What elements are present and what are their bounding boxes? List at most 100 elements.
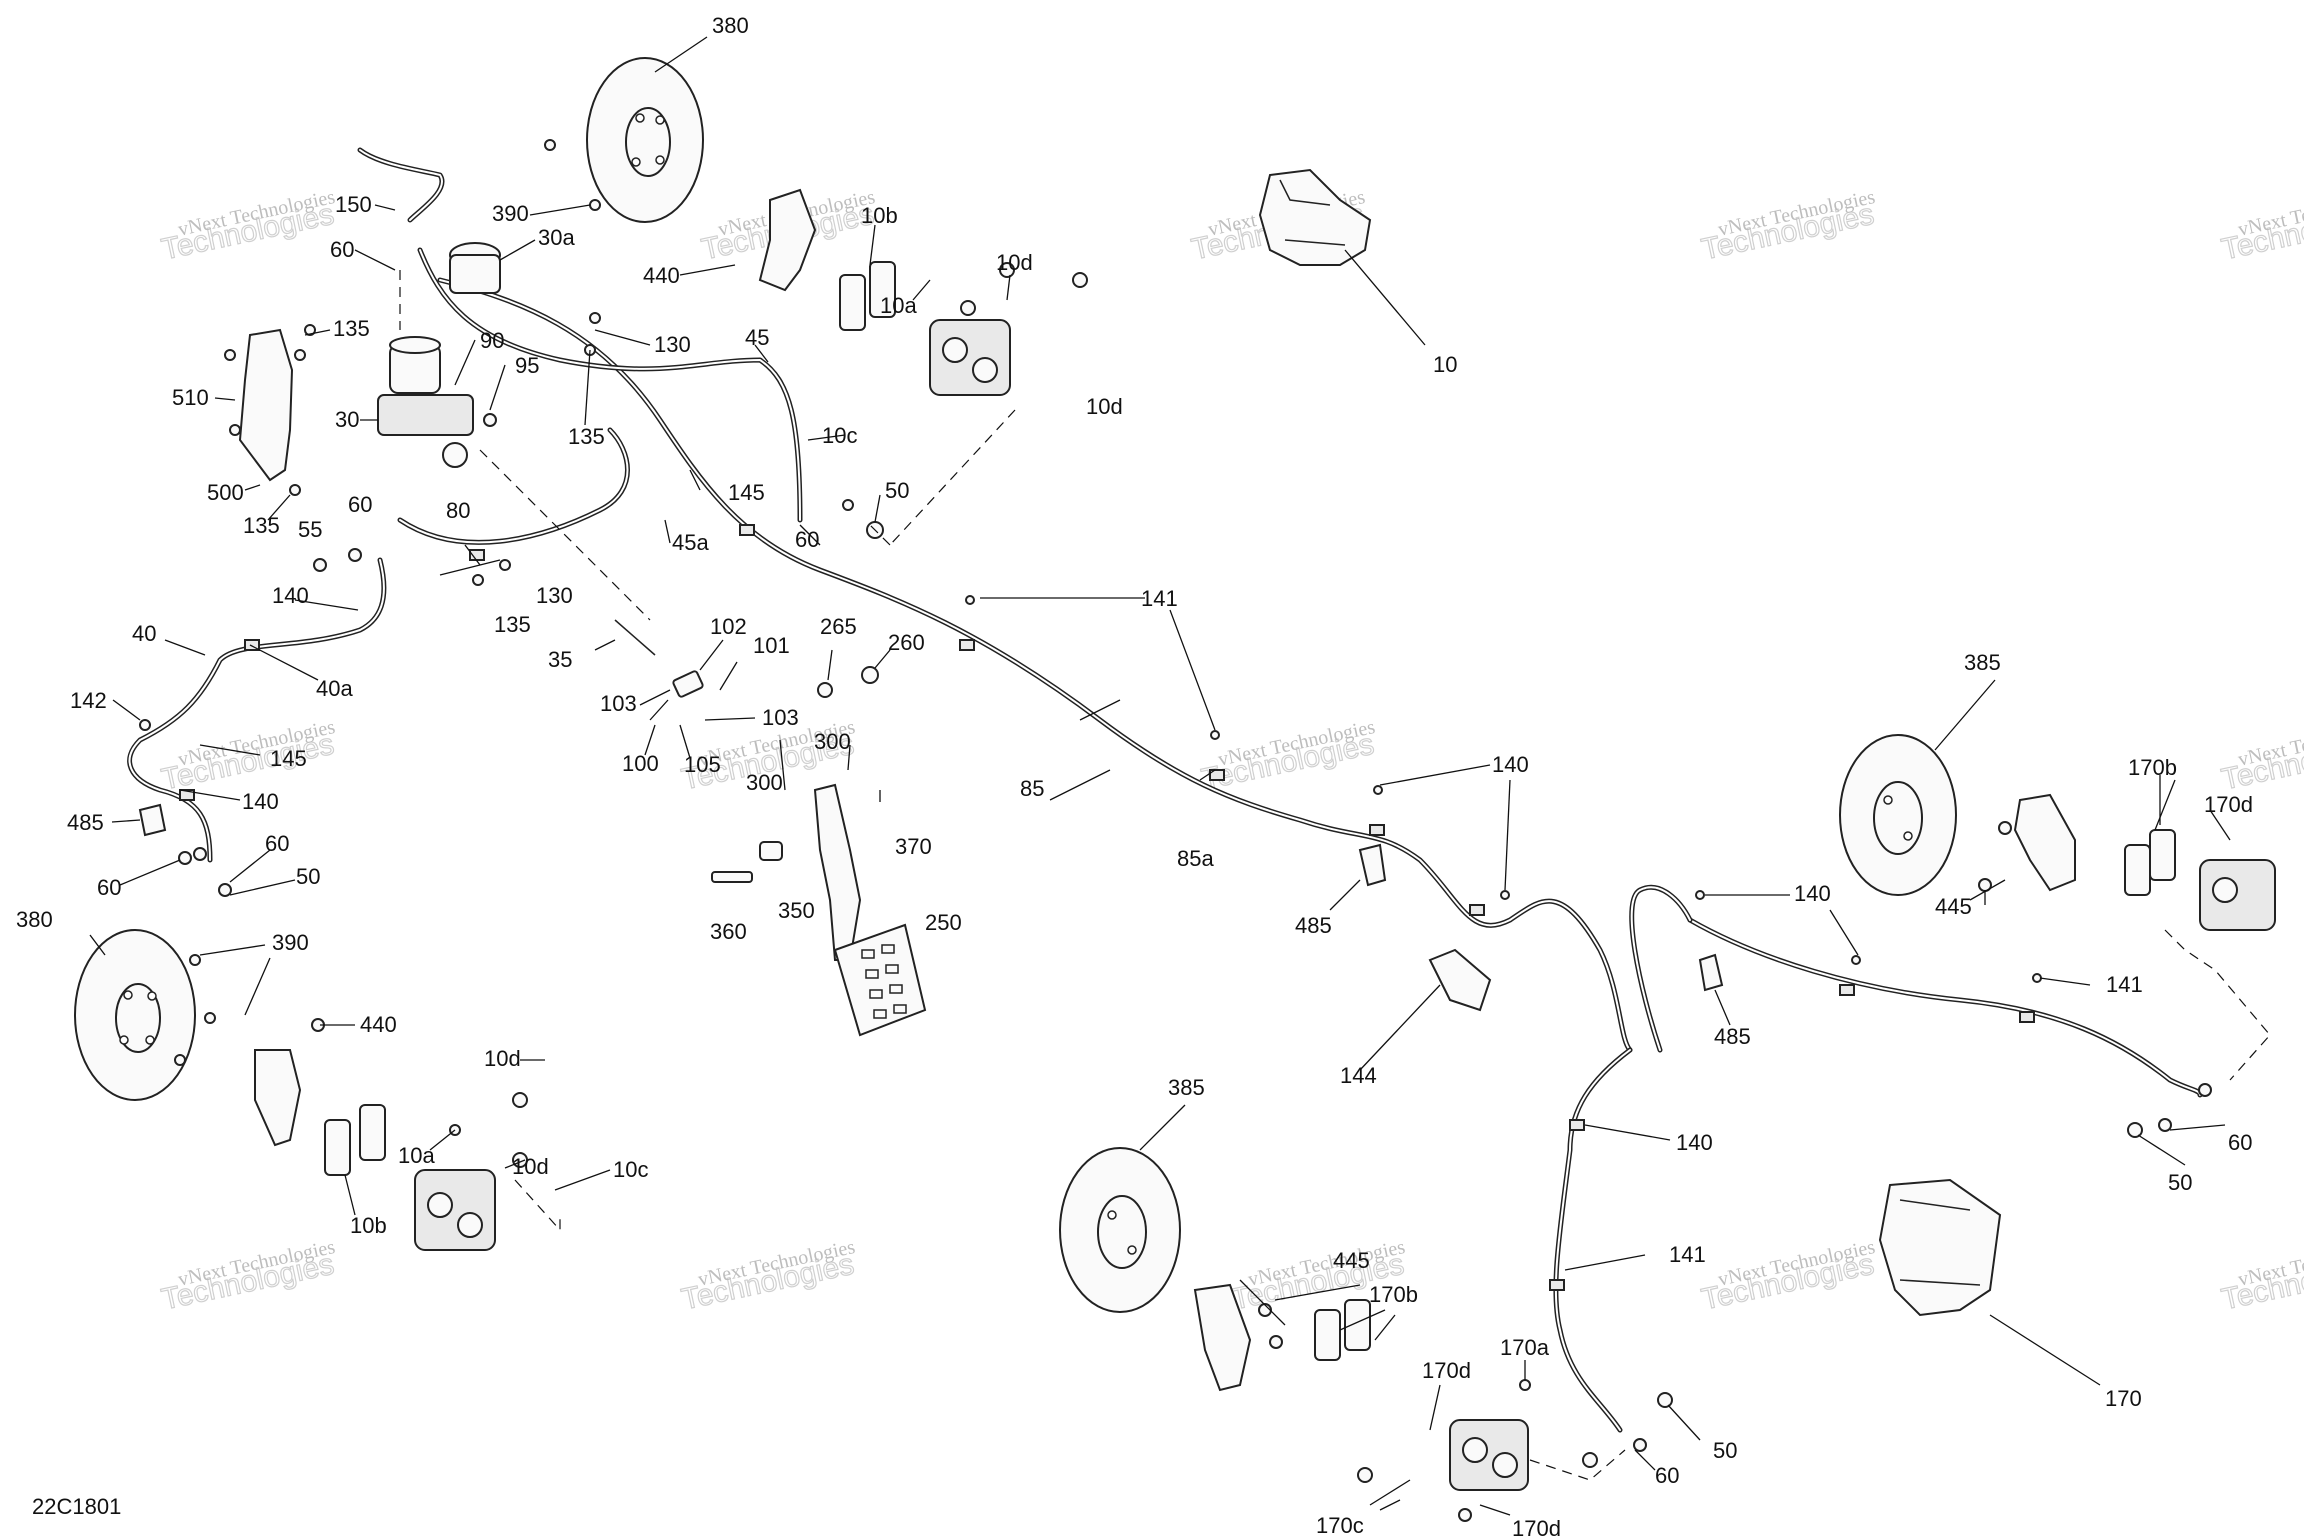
callout-label: 60 <box>265 831 289 856</box>
callout-label: 300 <box>814 729 851 754</box>
leader <box>1329 879 1361 911</box>
callout-label: 170d <box>1422 1358 1471 1383</box>
leader <box>874 649 891 669</box>
leader <box>1359 984 1441 1071</box>
caliper-10-detail <box>1279 179 1346 246</box>
callout-label: 10b <box>861 203 898 228</box>
caliper-piston <box>2212 877 2238 903</box>
bolt <box>193 847 207 861</box>
caliper-bracket-445-right <box>2013 793 2076 892</box>
callout-label: 170b <box>2128 755 2177 780</box>
brake-pad-10b <box>324 1119 351 1176</box>
callout-label: 103 <box>600 691 637 716</box>
leader <box>554 1169 611 1191</box>
caliper-piston <box>972 357 998 383</box>
leader <box>1139 1104 1186 1151</box>
callout-label: 140 <box>1492 752 1529 777</box>
bolt <box>1695 890 1705 900</box>
disc-bolt-hole <box>635 113 645 123</box>
leader <box>179 789 241 801</box>
disc-bolt-hole <box>1107 1210 1117 1220</box>
callout-label: 100 <box>622 751 659 776</box>
clip <box>959 639 975 651</box>
clip <box>739 524 755 536</box>
callout-label: 60 <box>330 237 354 262</box>
callout-label: 30 <box>335 407 359 432</box>
bolt <box>1269 1335 1283 1349</box>
leader <box>1829 909 1859 956</box>
leader <box>594 639 616 651</box>
leader <box>1584 1124 1671 1141</box>
caliper-bracket-445-bottom <box>1193 1283 1252 1392</box>
leader <box>2169 1124 2226 1131</box>
callout-label: 45a <box>672 530 709 555</box>
leader <box>429 1129 456 1151</box>
callout-label: 60 <box>348 492 372 517</box>
disc-bolt-hole <box>1127 1245 1137 1255</box>
leader <box>1049 769 1111 801</box>
callout-label: 380 <box>712 13 749 38</box>
leader <box>1714 989 1731 1026</box>
disc-bolt-hole <box>631 157 641 167</box>
bolt <box>1210 730 1220 740</box>
bolt <box>842 499 854 511</box>
callout-label: 360 <box>710 919 747 944</box>
caliper-assembly-170 <box>1878 1178 2002 1317</box>
leader <box>214 397 236 401</box>
assembly-guide-lines <box>399 270 2271 1481</box>
callout-label: 90 <box>480 328 504 353</box>
leader <box>1369 1479 1411 1506</box>
bolt <box>960 300 976 316</box>
callout-label: 103 <box>762 705 799 730</box>
pedal-tread <box>889 984 903 994</box>
leader <box>229 849 271 883</box>
bolt <box>304 324 316 336</box>
caliper-piston <box>457 1212 483 1238</box>
brake-line-150 <box>357 147 445 223</box>
leader <box>869 224 876 266</box>
callout-label: 135 <box>568 424 605 449</box>
bolt <box>174 1054 186 1066</box>
guide-line <box>514 1179 561 1232</box>
leader <box>344 1174 356 1216</box>
brake-disc-380-top <box>586 57 704 223</box>
bolt <box>294 349 306 361</box>
callout-label: 370 <box>895 834 932 859</box>
bolt <box>1582 1452 1598 1468</box>
caliper-170-detail <box>1899 1199 1981 1286</box>
callout-label: 101 <box>753 633 790 658</box>
caliper-piston <box>942 337 968 363</box>
leader-lines <box>89 36 2231 1516</box>
callout-label: 10a <box>398 1143 435 1168</box>
brake-disc-385-bottom <box>1059 1147 1181 1313</box>
pedal-tread <box>869 989 883 999</box>
leader <box>1344 249 1426 346</box>
leader <box>249 644 319 681</box>
leader <box>664 519 671 544</box>
brake-line-rear-left <box>1553 1047 1633 1433</box>
caliper-10-outline <box>1258 168 1372 266</box>
bolt <box>224 349 236 361</box>
leader <box>529 204 591 216</box>
callout-labels: 380 390 150 60 30a 440 10b 10d 10a 10 13… <box>16 13 2253 1536</box>
leader <box>374 204 396 211</box>
callout-label: 350 <box>778 898 815 923</box>
leader <box>489 364 506 411</box>
caliper-front-left <box>414 1169 496 1251</box>
callout-label: 40 <box>132 621 156 646</box>
bolt <box>1519 1379 1531 1391</box>
leader <box>1169 609 1216 731</box>
caliper-body <box>2199 859 2276 931</box>
leader <box>1339 1309 1386 1331</box>
callout-label: 140 <box>242 789 279 814</box>
leader <box>244 957 271 1016</box>
caliper-bracket-440-bottom <box>254 1049 302 1147</box>
callout-label: 250 <box>925 910 962 935</box>
brake-line-rear-right <box>1687 917 2203 1098</box>
leader <box>719 661 738 691</box>
bolt <box>313 558 327 572</box>
callout-label: 170d <box>2204 792 2253 817</box>
clip <box>1369 824 1385 836</box>
leader <box>499 239 536 261</box>
